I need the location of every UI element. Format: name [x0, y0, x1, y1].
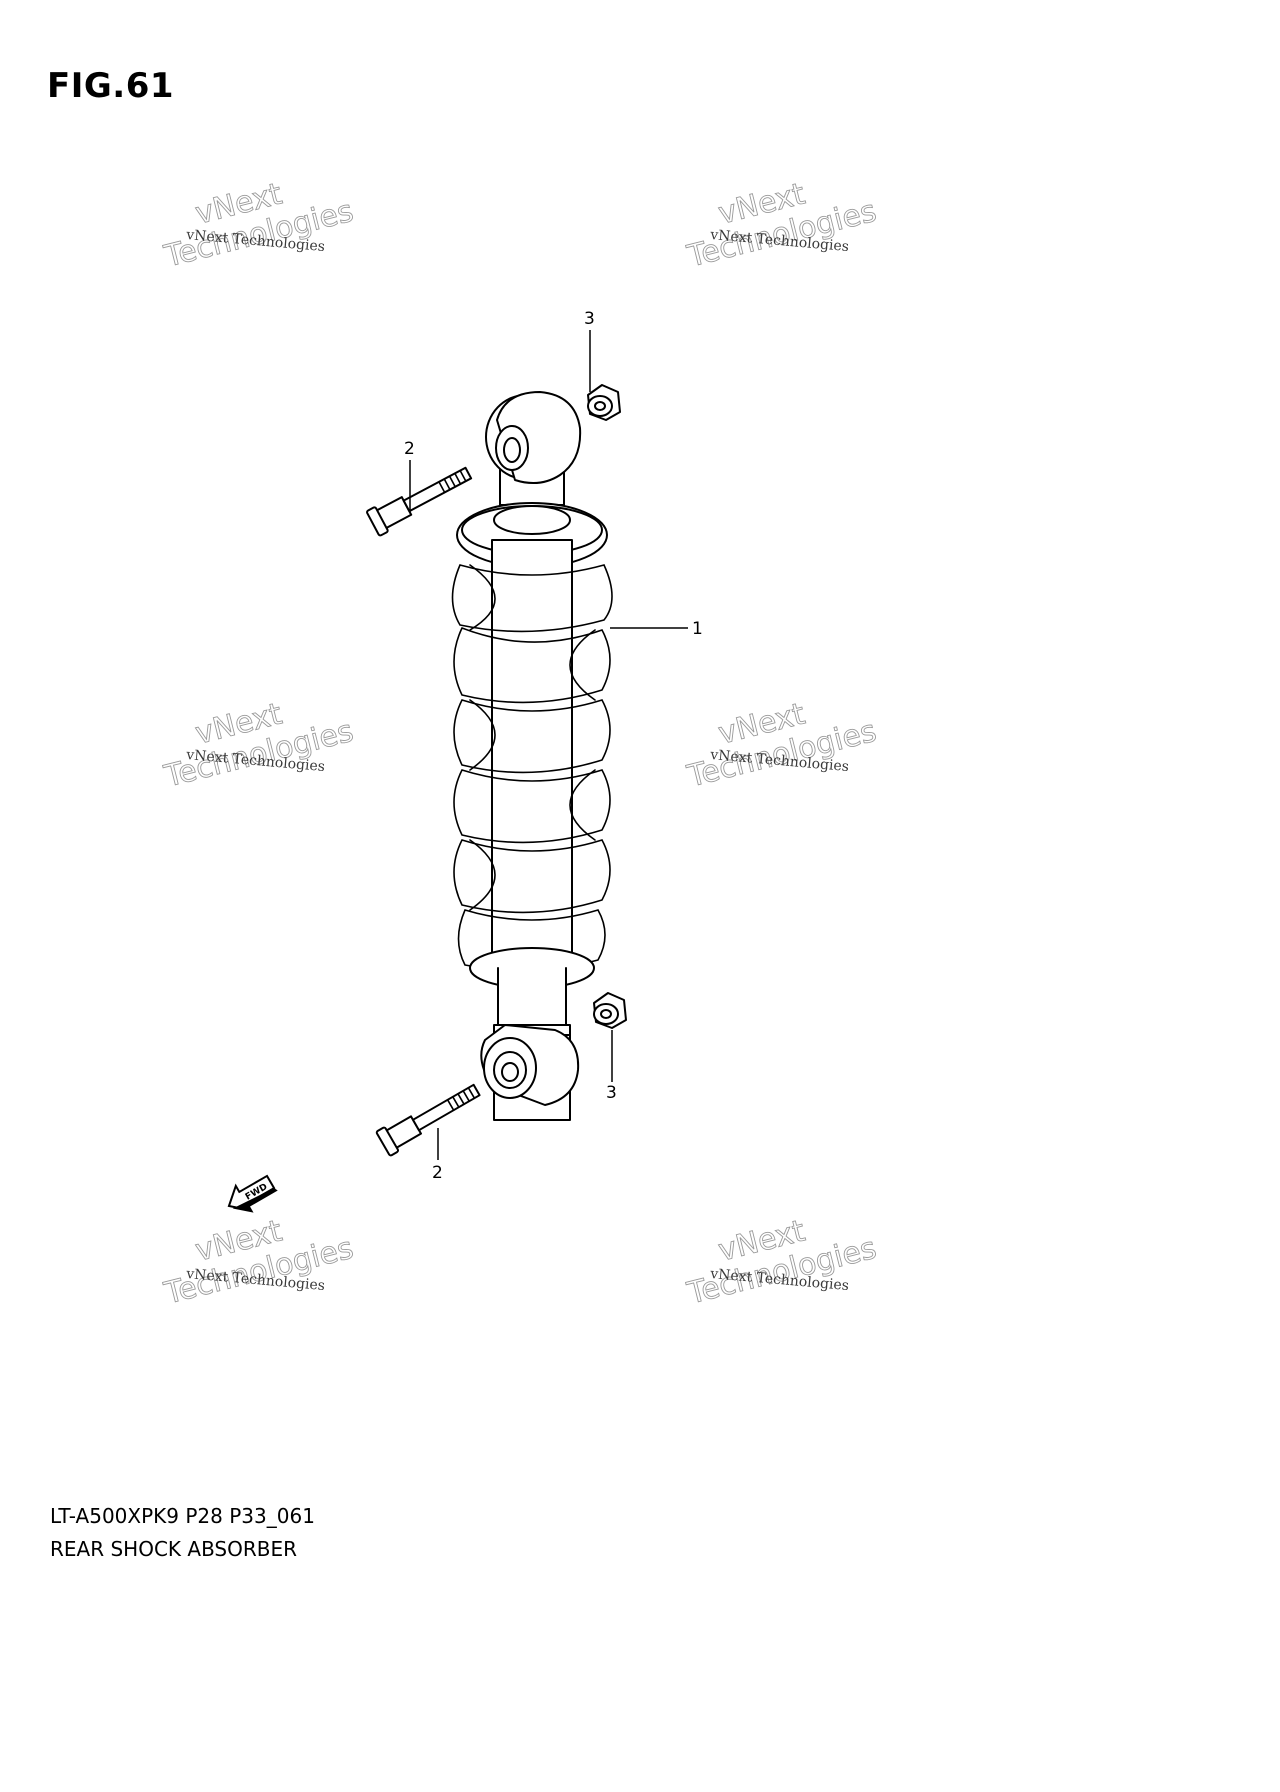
figure-title: FIG.61	[47, 66, 175, 106]
watermark-bottom-left: vNext Technologies	[160, 1213, 357, 1312]
callout-3-lower: 3	[606, 1083, 617, 1103]
model-code: LT-A500XPK9 P28 P33_061	[50, 1504, 315, 1528]
nut-lower	[593, 992, 627, 1029]
coil-spring	[451, 564, 613, 972]
watermark-top-right: vNext Technologies	[683, 176, 880, 275]
bolt-lower	[375, 1083, 481, 1157]
callout-3-upper: 3	[584, 309, 595, 329]
fwd-arrow-icon: FWD	[227, 1174, 278, 1213]
bolt-upper	[366, 466, 473, 537]
watermark-top-left: vNext Technologies	[160, 176, 357, 275]
callout-2-lower: 2	[432, 1163, 443, 1183]
watermark-mid-right: vNext Technologies	[683, 696, 880, 795]
part-name: REAR SHOCK ABSORBER	[50, 1537, 298, 1561]
callout-1: 1	[692, 619, 703, 639]
watermark-bottom-right: vNext Technologies	[683, 1213, 880, 1312]
watermark-mid-left: vNext Technologies	[160, 696, 357, 795]
shock-absorber	[451, 391, 613, 1121]
nut-upper	[587, 384, 621, 421]
callout-2-upper: 2	[404, 439, 415, 459]
